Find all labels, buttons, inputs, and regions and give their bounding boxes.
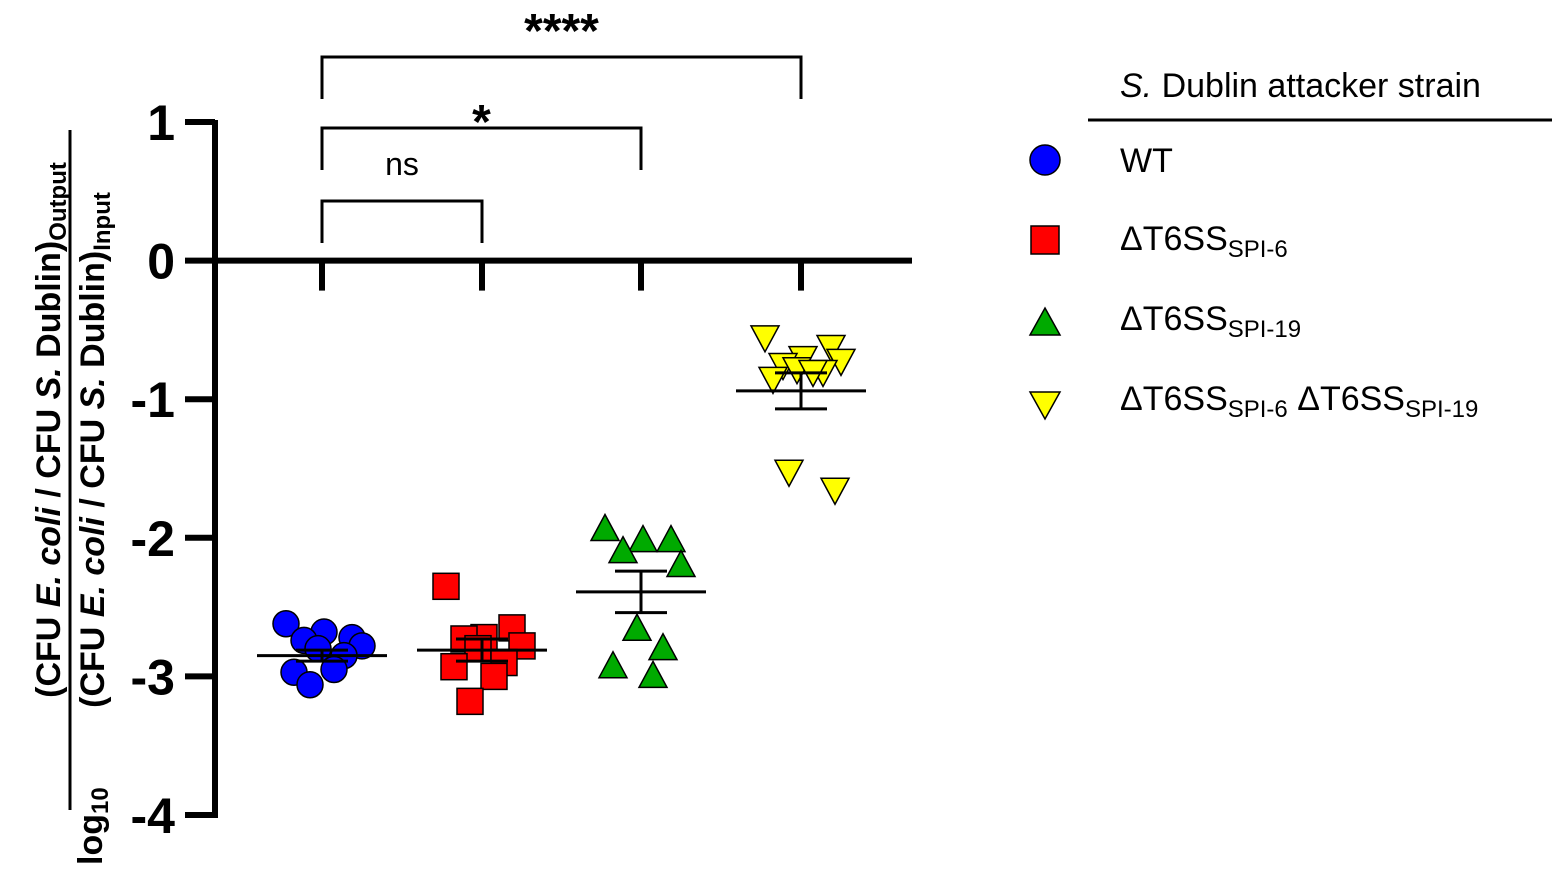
y-ticks: 1 0 -1 -2 -3 -4 [131, 95, 215, 844]
legend-item-double: ΔT6SSSPI-6 ΔT6SSSPI-19 [1028, 380, 1478, 423]
data-point-1 [296, 670, 324, 699]
y-tick-label: -4 [131, 788, 176, 844]
legend-title: S. Dublin attacker strain [1120, 67, 1481, 105]
data-point-3 [621, 612, 653, 642]
data-point-2 [432, 572, 460, 601]
legend-label-spi19: ΔT6SSSPI-19 [1120, 300, 1301, 343]
data-point-4 [815, 334, 847, 364]
data-point-4 [819, 477, 851, 506]
data-point-3 [665, 548, 697, 578]
y-tick-label: -2 [131, 511, 175, 567]
significance-label: ns [385, 146, 419, 182]
legend-item-wt: WT [1029, 142, 1173, 180]
data-point-4 [749, 325, 781, 354]
y-tick-label: -1 [131, 372, 175, 428]
data-point-3 [627, 523, 659, 553]
data-point-2 [456, 687, 484, 716]
legend-item-spi19: ΔT6SSSPI-19 [1028, 300, 1301, 343]
significance-brackets: ns***** [320, 5, 803, 243]
data-point-4 [773, 459, 805, 488]
data-point-3 [637, 659, 669, 689]
legend-label-double: ΔT6SSSPI-6 ΔT6SSSPI-19 [1120, 380, 1478, 423]
y-tick-label: 1 [147, 95, 175, 151]
significance-label: **** [524, 5, 599, 58]
legend-marker-square [1030, 225, 1060, 255]
y-label-prefix: log10 [72, 787, 114, 865]
y-label-numerator: (CFU E. coli / CFU S. Dublin)Output [30, 162, 72, 698]
legend-item-spi6: ΔT6SSSPI-6 [1030, 220, 1288, 263]
legend-label-wt: WT [1120, 142, 1173, 180]
legend-label-spi6: ΔT6SSSPI-6 [1120, 220, 1288, 263]
data-point-3 [597, 650, 629, 679]
data-point-2 [440, 652, 468, 681]
significance-label: * [472, 96, 491, 149]
data-point-3 [607, 535, 639, 564]
y-tick-label: -3 [131, 649, 175, 705]
y-label-denominator: (CFU E. coli / CFU S. Dublin)Input [74, 192, 116, 708]
mean-sem-bars [257, 371, 866, 663]
bracket-star [320, 126, 643, 170]
bracket-starstarstarstar [320, 55, 803, 99]
y-tick-label: 0 [147, 234, 175, 290]
legend-marker-circle [1029, 144, 1061, 176]
legend-marker-triangle-down [1028, 391, 1062, 421]
y-axis-label: log10 (CFU E. coli / CFU S. Dublin)Outpu… [30, 130, 116, 865]
legend-marker-triangle-up [1028, 306, 1062, 336]
legend: S. Dublin attacker strain WT ΔT6SSSPI-6 … [1028, 67, 1552, 423]
data-point-3 [655, 523, 687, 553]
data-point-1 [272, 609, 300, 638]
bracket-ns [320, 199, 484, 243]
data-point-3 [647, 632, 679, 661]
data-point-2 [480, 662, 508, 691]
axes [212, 120, 912, 818]
data-point-3 [589, 512, 621, 542]
